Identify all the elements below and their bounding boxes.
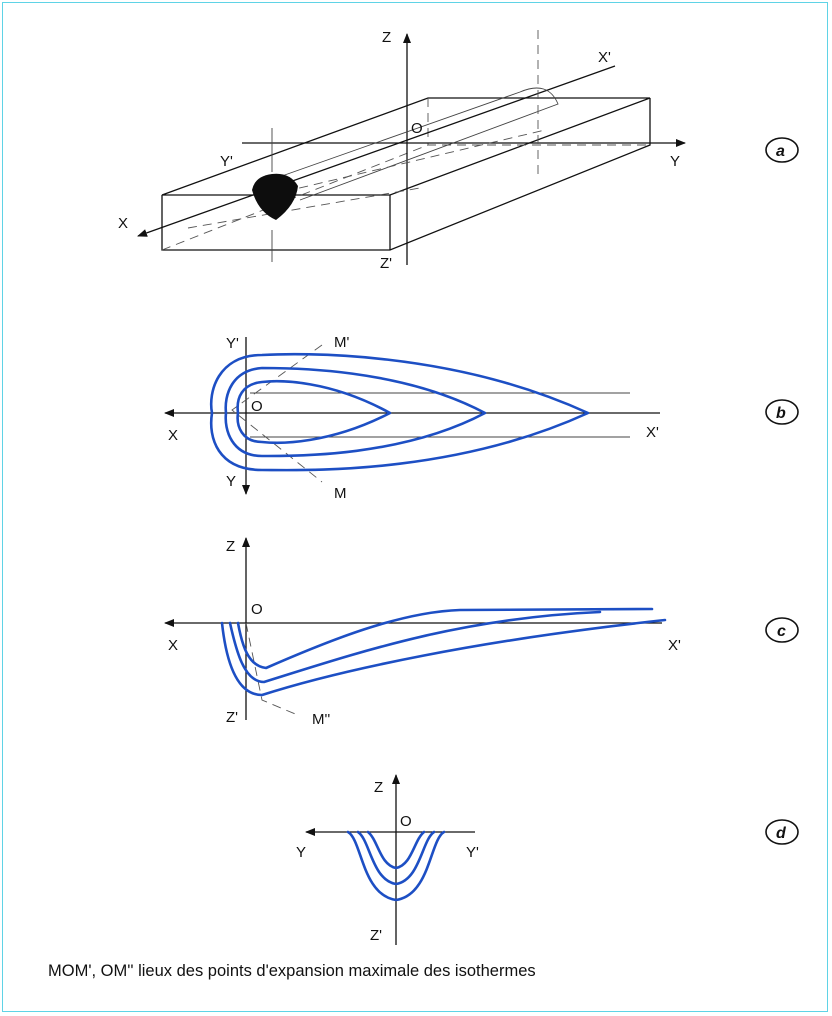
isotherm-outer — [346, 830, 446, 902]
isotherm-outer — [209, 352, 590, 472]
badge-a: a — [765, 137, 799, 163]
label-x-prime: X' — [646, 424, 659, 441]
svg-text:a: a — [776, 143, 785, 160]
label-z: Z — [382, 29, 391, 46]
label-m-second: M'' — [312, 711, 330, 728]
label-origin: O — [251, 398, 263, 415]
panel-a: Z Z' X' X Y Y' O — [118, 29, 686, 272]
label-z-prime: Z' — [380, 255, 392, 272]
label-x: X — [168, 427, 178, 444]
label-y: Y — [670, 153, 680, 170]
label-m: M — [334, 485, 347, 502]
svg-text:b: b — [776, 405, 786, 422]
badge-b: b — [765, 399, 799, 425]
svg-text:d: d — [776, 825, 787, 842]
svg-text:c: c — [777, 623, 786, 640]
isotherm-outer — [220, 618, 667, 697]
label-origin: O — [411, 120, 423, 137]
label-y-prime: Y' — [466, 844, 479, 861]
isotherm-inner — [366, 830, 426, 870]
label-x-prime: X' — [668, 637, 681, 654]
badge-c: c — [765, 617, 799, 643]
isotherm-middle — [224, 366, 487, 458]
weld-trail — [187, 30, 559, 262]
label-z: Z — [374, 779, 383, 796]
badge-d: d — [765, 819, 799, 845]
label-z: Z — [226, 538, 235, 555]
label-m-prime: M' — [334, 334, 349, 351]
figure-caption: MOM', OM'' lieux des points d'expansion … — [48, 962, 536, 980]
label-y: Y — [226, 473, 236, 490]
weld-pool — [252, 173, 298, 220]
x-axis — [137, 65, 616, 237]
label-origin: O — [400, 813, 412, 830]
label-x: X — [168, 637, 178, 654]
isotherm-middle — [356, 830, 436, 886]
label-y: Y — [296, 844, 306, 861]
locus-mom — [231, 344, 323, 483]
label-x: X — [118, 215, 128, 232]
label-y-prime: Y' — [226, 335, 239, 352]
plate-box — [161, 97, 651, 251]
isotherm-inner — [236, 380, 392, 444]
label-y-prime: Y' — [220, 153, 233, 170]
label-x-prime: X' — [598, 49, 611, 66]
label-z-prime: Z' — [226, 709, 238, 726]
label-origin: O — [251, 601, 263, 618]
isotherm-middle — [228, 610, 602, 684]
panel-b: Y' Y X X' O M' M — [164, 334, 660, 502]
locus-om-second — [245, 622, 301, 717]
isotherm-inner — [236, 607, 654, 670]
label-z-prime: Z' — [370, 927, 382, 944]
panel-d: Z Z' Y Y' O — [296, 774, 479, 945]
panel-c: Z Z' X X' O M'' — [164, 537, 681, 728]
